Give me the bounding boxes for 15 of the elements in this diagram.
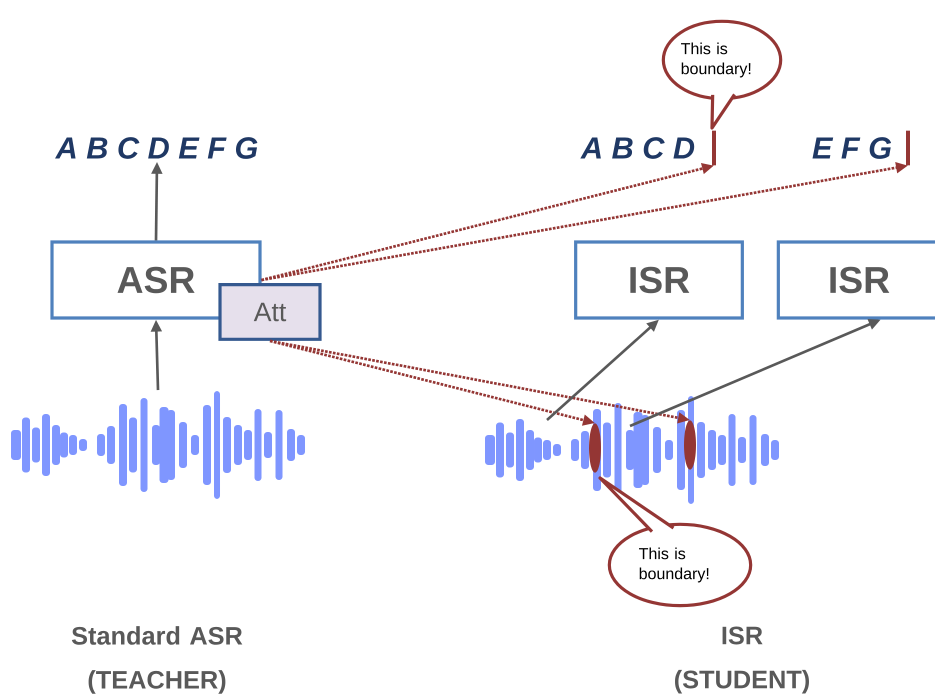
attention-box: Att: [218, 283, 322, 341]
caption: ISR (STUDENT): [675, 626, 809, 694]
boundary-ellipse: [684, 420, 696, 470]
model-box: ISR: [776, 240, 935, 320]
boundary-ellipse: [589, 423, 601, 473]
speech-bubble: This is boundary!: [598, 476, 752, 608]
speech-bubble: This is boundary!: [662, 20, 782, 130]
caption: Standard ASR (TEACHER): [72, 626, 242, 694]
output-letters: E F G: [812, 137, 892, 159]
waveform-drawing: [485, 396, 779, 504]
boundary-mark: [712, 130, 716, 166]
output-letters: A B C D E F G: [55, 137, 258, 159]
model-box: ISR: [574, 240, 744, 320]
output-letters: A B C D: [580, 137, 694, 159]
waveform-drawing: [11, 391, 305, 499]
